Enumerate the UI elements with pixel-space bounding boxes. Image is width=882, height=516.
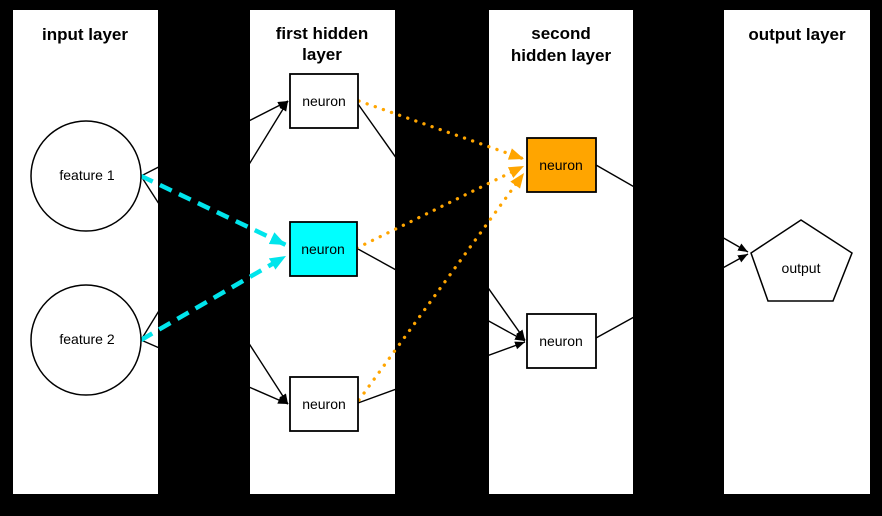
panel-input-layer <box>13 10 158 494</box>
node-feature1 <box>30 120 142 232</box>
label-hidden1-top: neuron <box>302 93 346 109</box>
edge-feature2-hidden1top <box>140 100 289 341</box>
node-labels: feature 1 feature 2 neuron neuron neuron… <box>59 93 820 412</box>
node-hidden1-middle <box>289 221 358 277</box>
node-hidden2-top <box>526 137 597 193</box>
title-first-hidden-line1: first hidden <box>276 24 369 43</box>
label-hidden1-bottom: neuron <box>302 396 346 412</box>
edge-hidden1top-hidden2bottom <box>357 103 526 341</box>
edge-feature1-hidden1bottom <box>140 175 289 405</box>
edge-feature2-hidden1bottom <box>140 339 289 405</box>
edge-hidden2bottom-output <box>595 253 749 339</box>
edges <box>139 99 749 405</box>
label-feature1: feature 1 <box>59 167 114 183</box>
edge-hidden1middle-hidden2top <box>355 164 526 250</box>
edge-feature2-hidden1middle <box>139 254 288 342</box>
edge-hidden1bottom-hidden2bottom <box>357 341 526 404</box>
label-feature2: feature 2 <box>59 331 114 347</box>
edge-feature1-hidden1middle <box>140 173 287 248</box>
label-output: output <box>782 260 821 276</box>
node-hidden1-top <box>289 73 359 129</box>
edge-hidden2top-output <box>595 164 749 253</box>
edge-hidden1top-hidden2top <box>357 99 526 161</box>
title-second-hidden-line1: second <box>531 24 591 43</box>
edge-hidden1middle-hidden2bottom <box>357 248 526 342</box>
title-first-hidden-line2: layer <box>302 45 342 64</box>
panel-second-hidden-layer <box>489 10 633 494</box>
nodes <box>30 73 853 432</box>
label-hidden2-bottom: neuron <box>539 333 583 349</box>
panel-titles: input layer first hidden layer second hi… <box>42 24 846 65</box>
title-input-layer: input layer <box>42 25 128 44</box>
label-hidden1-middle: neuron <box>301 241 345 257</box>
node-feature2 <box>30 284 142 396</box>
node-output-pentagon <box>750 219 853 302</box>
title-second-hidden-line2: hidden layer <box>511 46 612 65</box>
node-hidden2-bottom <box>526 313 597 369</box>
title-output-layer: output layer <box>748 25 846 44</box>
edge-hidden1bottom-hidden2top <box>357 171 526 402</box>
label-hidden2-top: neuron <box>539 157 583 173</box>
edge-feature1-hidden1top <box>140 100 289 177</box>
node-hidden1-bottom <box>289 376 359 432</box>
